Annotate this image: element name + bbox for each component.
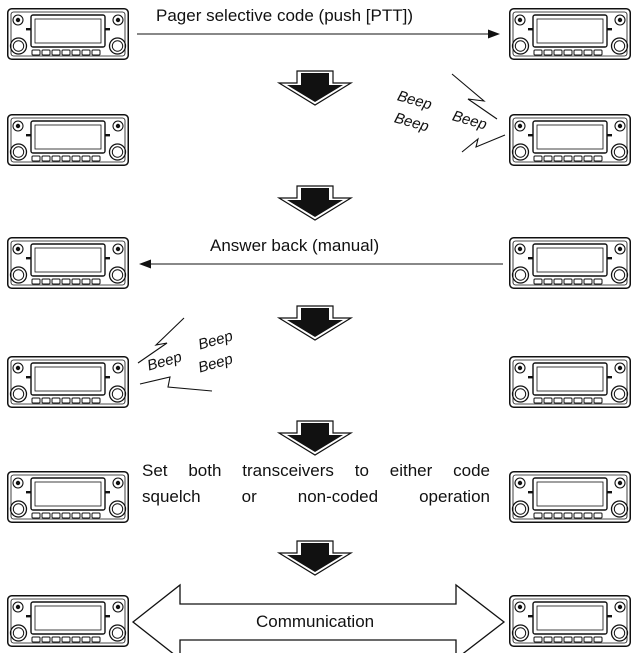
transceiver-icon bbox=[7, 237, 129, 289]
transceiver-icon bbox=[509, 356, 631, 408]
set-code-note-line2: squelch or non-coded operation bbox=[142, 487, 490, 506]
communication-double-arrow bbox=[131, 583, 506, 653]
down-block-arrow-icon bbox=[278, 420, 352, 456]
transceiver-icon bbox=[7, 114, 129, 166]
transceiver-icon bbox=[509, 114, 631, 166]
lightning-icon bbox=[137, 317, 185, 364]
down-block-arrow-icon bbox=[278, 305, 352, 341]
transceiver-icon bbox=[509, 237, 631, 289]
transmit-arrow-right bbox=[137, 29, 500, 39]
transceiver-icon bbox=[7, 8, 129, 60]
pager-code-label: Pager selective code (push [PTT]) bbox=[156, 6, 414, 25]
transceiver-icon bbox=[509, 8, 631, 60]
transceiver-icon bbox=[509, 595, 631, 647]
lightning-icon bbox=[451, 73, 498, 120]
transceiver-icon bbox=[509, 471, 631, 523]
lightning-icon bbox=[139, 376, 213, 392]
lightning-icon bbox=[461, 134, 506, 153]
answer-back-label: Answer back (manual) bbox=[210, 236, 380, 255]
answer-back-arrow-left bbox=[139, 259, 503, 269]
down-block-arrow-icon bbox=[278, 540, 352, 576]
set-code-note-line1: Set both transceivers to either code bbox=[142, 461, 490, 480]
down-block-arrow-icon bbox=[278, 70, 352, 106]
transceiver-icon bbox=[7, 471, 129, 523]
transceiver-icon bbox=[7, 356, 129, 408]
transceiver-icon bbox=[7, 595, 129, 647]
communication-label: Communication bbox=[256, 612, 375, 631]
down-block-arrow-icon bbox=[278, 185, 352, 221]
